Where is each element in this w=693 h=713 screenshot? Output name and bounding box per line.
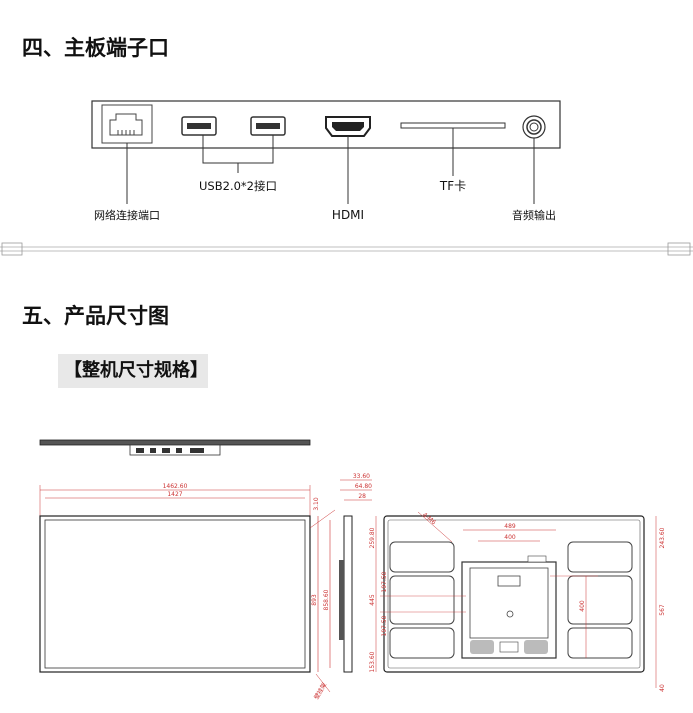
dim-rear-w1: 489 bbox=[504, 523, 516, 530]
dim-rear-inner-400: 400 bbox=[579, 600, 586, 612]
label-hdmi: HDMI bbox=[332, 208, 364, 222]
dim-rear-w2: 400 bbox=[504, 534, 516, 541]
front-view bbox=[39, 515, 311, 673]
top-view bbox=[39, 439, 311, 456]
rj45-port-icon bbox=[101, 104, 153, 144]
dim-rear-right-mid: 567 bbox=[659, 604, 666, 616]
dim-bracket-label: 壁挂架 bbox=[312, 681, 328, 701]
label-audio: 音频输出 bbox=[512, 208, 556, 222]
dim-rear-right-bottom: 40 bbox=[659, 684, 666, 692]
dim-front-width-outer: 1462.60 bbox=[163, 483, 188, 490]
dim-side-overall: 33.60 bbox=[353, 473, 370, 480]
label-network: 网络连接端口 bbox=[94, 208, 160, 222]
label-usb: USB2.0*2接口 bbox=[199, 179, 277, 193]
hdmi-port-icon bbox=[325, 116, 371, 137]
dim-height-outer: 893 bbox=[311, 594, 318, 606]
dim-rear-left-c: 197.50 bbox=[381, 615, 388, 636]
dim-rear-left-b: 445 bbox=[369, 594, 376, 606]
dim-rear-left-top: 259.80 bbox=[369, 527, 376, 548]
ports-diagram: 网络连接端口 USB2.0*2接口 HDMI TF卡 音频输出 bbox=[0, 100, 693, 256]
subtitle-badge: 【整机尺寸规格】 bbox=[58, 354, 208, 388]
dim-small-3: 3.10 bbox=[313, 497, 320, 511]
section-title-dimensions: 五、产品尺寸图 bbox=[22, 304, 169, 328]
dim-side-b: 64.80 bbox=[355, 483, 372, 490]
side-view bbox=[339, 515, 353, 673]
dim-side-c: 28 bbox=[358, 493, 366, 500]
dimension-drawing: 1462.60 1427 893 858.60 3.10 壁挂架 33.60 6… bbox=[39, 439, 666, 701]
section-title-ports: 四、主板端子口 bbox=[22, 36, 169, 60]
dim-height-inner: 858.60 bbox=[323, 589, 330, 610]
usb-port-icon-1 bbox=[181, 116, 217, 136]
dim-rear-left-a: 197.50 bbox=[381, 571, 388, 592]
dim-rear-left-bottom: 153.60 bbox=[369, 651, 376, 672]
label-tf: TF卡 bbox=[439, 179, 466, 193]
audio-jack-icon bbox=[522, 115, 546, 139]
usb-port-icon-2 bbox=[250, 116, 286, 136]
dim-front-width-inner: 1427 bbox=[167, 491, 182, 498]
rear-view bbox=[383, 515, 645, 673]
dim-rear-right-top: 243.60 bbox=[659, 527, 666, 548]
tf-slot-icon bbox=[400, 122, 506, 129]
